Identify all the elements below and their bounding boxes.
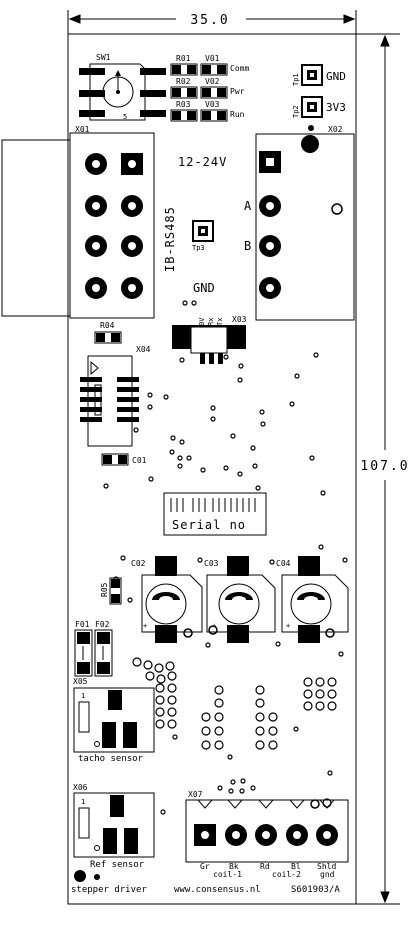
svg-text:Comm: Comm [230, 64, 249, 73]
svg-text:Pwr: Pwr [230, 87, 245, 96]
svg-text:1: 1 [81, 798, 85, 806]
svg-text:V01: V01 [205, 54, 220, 63]
svg-text:A: A [244, 199, 252, 213]
resistor-r05: R05 [100, 577, 122, 605]
connector-x07: X07 Gr Bk Rd Bl Shld coil-1 coil-2 gnd [185, 790, 349, 879]
connector-x03: 0V Rx Tx X03 [172, 315, 247, 364]
vias [103, 300, 348, 815]
svg-text:1: 1 [81, 692, 85, 700]
capacitor-c01: C01 [101, 453, 147, 466]
connector-x06: X06 1 Ref sensor [73, 783, 155, 882]
svg-text:R04: R04 [100, 321, 115, 330]
svg-text:X04: X04 [136, 345, 151, 354]
connector-x01: X01 IB-RS485 [1, 125, 177, 319]
testpoints-top: Tp1 GND Tp2 3V3 [292, 64, 346, 131]
svg-text:coil-2: coil-2 [272, 870, 301, 879]
svg-text:Gr: Gr [200, 862, 210, 871]
svg-text:C01: C01 [132, 456, 147, 465]
svg-text:Serial no: Serial no [172, 518, 246, 532]
svg-text:F01: F01 [75, 620, 90, 629]
width-dimension [67, 10, 357, 34]
svg-text:C04: C04 [276, 559, 291, 568]
resistor-r04: R04 [94, 321, 122, 344]
svg-text:C03: C03 [204, 559, 219, 568]
svg-text:X06: X06 [73, 783, 88, 792]
svg-text:C02: C02 [131, 559, 146, 568]
svg-text:Bl: Bl [291, 862, 301, 871]
footer-left: stepper driver [71, 885, 147, 895]
rotary-switch: SW1 0 5 [79, 53, 166, 121]
footer-center: www.consensus.nl [174, 885, 261, 895]
svg-text:+: + [286, 622, 290, 630]
rs485-label: IB-RS485 [163, 206, 177, 272]
svg-text:X07: X07 [188, 790, 203, 799]
svg-text:Run: Run [230, 110, 245, 119]
svg-text:3V3: 3V3 [326, 101, 346, 114]
fuses: F01 F02 [74, 620, 113, 677]
svg-text:0V: 0V [198, 317, 206, 326]
svg-text:Tx: Tx [216, 318, 224, 326]
svg-text:R02: R02 [176, 77, 191, 86]
switch-pos-5: 5 [123, 113, 127, 121]
svg-text:R01: R01 [176, 54, 191, 63]
testpoint-tp3: Tp3 [192, 220, 214, 252]
svg-text:X01: X01 [75, 125, 90, 134]
svg-text:F02: F02 [95, 620, 110, 629]
svg-text:X05: X05 [73, 677, 88, 686]
width-label: 35.0 [190, 13, 229, 28]
serial-label: Serial no [163, 492, 267, 536]
svg-text:Rd: Rd [260, 862, 270, 871]
svg-text:Tp2: Tp2 [292, 105, 300, 118]
svg-text:GND: GND [193, 281, 215, 295]
svg-text:+: + [212, 622, 216, 630]
connector-x04: X04 [80, 345, 151, 447]
svg-text:gnd: gnd [320, 870, 335, 879]
status-leds: R01 V01 Comm R02 V02 Pwr R03 V03 Run [170, 54, 249, 122]
svg-text:GND: GND [326, 70, 346, 83]
svg-text:coil-1: coil-1 [213, 870, 242, 879]
svg-text:Tp3: Tp3 [192, 244, 205, 252]
capacitor-c04: C04 + [276, 556, 349, 643]
svg-text:Shld: Shld [317, 862, 336, 871]
svg-text:X02: X02 [328, 125, 343, 134]
footer-silkscreen: stepper driver www.consensus.nl S601903/… [71, 885, 340, 895]
footer-right: S601903/A [291, 885, 340, 895]
svg-text:R03: R03 [176, 100, 191, 109]
board-outline [67, 33, 357, 905]
svg-text:B: B [244, 239, 251, 253]
switch-ref: SW1 [96, 53, 111, 62]
height-label: 107.0 [360, 459, 409, 474]
capacitor-c02: C02 + [131, 556, 203, 643]
svg-text:Tp1: Tp1 [292, 73, 300, 86]
svg-text:Rx: Rx [207, 318, 215, 326]
connector-x02: X02 12-24V A B GND [178, 125, 355, 321]
capacitor-c03: C03 + [204, 556, 276, 643]
height-dimension [356, 33, 400, 905]
svg-text:tacho sensor: tacho sensor [78, 754, 144, 764]
svg-text:+: + [143, 622, 147, 630]
svg-text:Ref sensor: Ref sensor [90, 860, 145, 870]
svg-text:X03: X03 [232, 315, 247, 324]
svg-text:V03: V03 [205, 100, 220, 109]
svg-text:V02: V02 [205, 77, 220, 86]
svg-text:Bk: Bk [229, 862, 239, 871]
switch-pos-0: 0 [97, 69, 101, 77]
svg-text:12-24V: 12-24V [178, 155, 227, 169]
connector-x05: X05 1 tacho sensor [73, 677, 155, 764]
svg-text:R05: R05 [100, 582, 109, 597]
